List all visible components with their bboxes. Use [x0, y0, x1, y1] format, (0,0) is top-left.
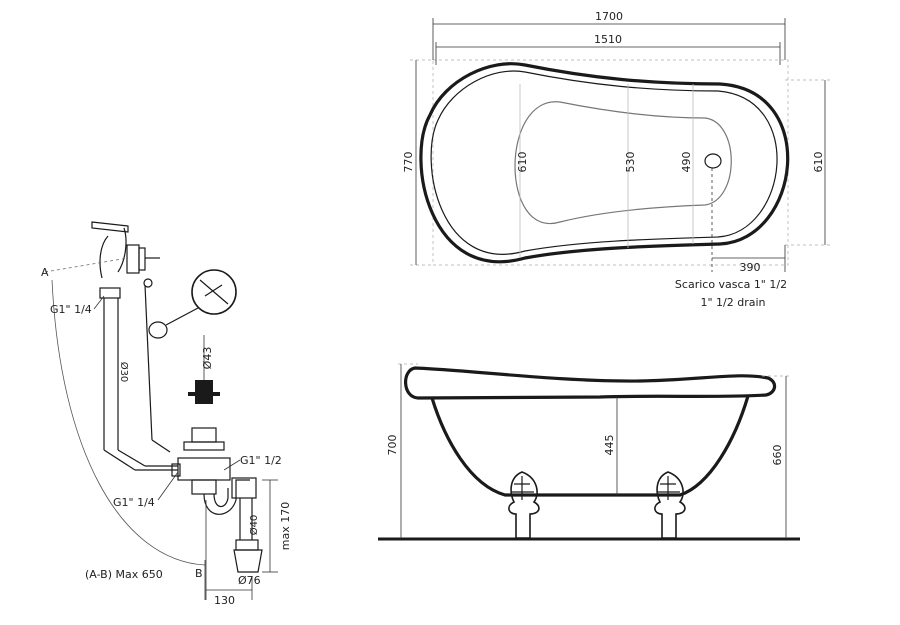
thread-waste-label: G1" 1/2: [240, 454, 282, 467]
overflow-bend: [99, 235, 109, 279]
dim-label-width: 770: [402, 152, 415, 173]
tub-inner-basin: [514, 101, 732, 225]
outlet-nut: [235, 539, 259, 551]
overflow-bend: [117, 227, 127, 273]
dim-label-inner-490: 490: [680, 152, 693, 173]
chain-ring-icon: [143, 278, 153, 288]
claw-foot-left-icon: [508, 471, 540, 539]
chain-detail: [199, 279, 229, 305]
point-b-label: B: [195, 567, 203, 580]
waste-nut: [183, 441, 225, 451]
dim-label-height: 700: [386, 435, 399, 456]
trap-pipe-dia-label: Ø40: [248, 515, 260, 536]
overflow-plate: [138, 247, 146, 271]
dim-label-inner-length: 1510: [594, 33, 622, 46]
overflow-head: [126, 244, 140, 274]
upper-nut: [99, 287, 121, 299]
overflow-pipe: [117, 449, 146, 467]
plug-flange: [191, 427, 217, 443]
leader-line: [223, 459, 241, 471]
dim-label-width-right: 610: [812, 152, 825, 173]
leader-line: [93, 295, 105, 310]
waste-body: [177, 457, 231, 481]
chain-line: [151, 439, 171, 453]
trap-height-label: max 170: [279, 502, 292, 550]
line-a-guide: [44, 257, 129, 273]
tub-rim-side: [404, 366, 777, 400]
side-inlet: [171, 463, 181, 477]
thread-upper-label: G1" 1/4: [50, 303, 92, 316]
outlet-cone: [233, 549, 263, 573]
outlet-dia-label: Ø76: [238, 574, 261, 587]
point-a-label: A: [41, 266, 49, 279]
dim-label-inner-610: 610: [516, 152, 529, 173]
plug-dia-label: Ø43: [201, 347, 214, 370]
pipe-dia-label: Ø30: [118, 362, 130, 383]
dim-label-inner-530: 530: [624, 152, 637, 173]
claw-foot-right-icon: [654, 471, 686, 539]
tub-body-side: [430, 395, 750, 497]
trap-bend: [213, 488, 229, 508]
thread-lower-label: G1" 1/4: [113, 496, 155, 509]
dim-label-length: 1700: [595, 10, 623, 23]
drain-kit: A B G1" 1/4 G1" 1/4 G1" 1/2 Ø30 Ø43 Ø40 …: [41, 221, 292, 607]
ab-arc: [51, 279, 206, 566]
trap-nut: [231, 477, 257, 499]
tub-outer-outline: [419, 62, 790, 264]
plug-washer: [188, 392, 220, 396]
side-view: 700 445 660: [378, 363, 800, 541]
offset-label: 130: [214, 594, 235, 607]
waste-outlet: [191, 479, 217, 495]
leader-line: [165, 307, 199, 326]
drain-hole-icon: [704, 153, 722, 169]
drain-label-it: Scarico vasca 1" 1/2: [675, 278, 787, 291]
dim-label-inner-depth: 445: [603, 435, 616, 456]
detail-magnifier-icon: [191, 269, 237, 315]
dim-label-drain-offset: 390: [740, 261, 761, 274]
ab-note-label: (A-B) Max 650: [85, 568, 163, 581]
tub-rim-outline: [430, 70, 778, 255]
leader-line: [157, 471, 179, 501]
dim-label-rim-height: 660: [771, 445, 784, 466]
top-view: 1700 1510 770 610 610 530 490 390 Scaric…: [402, 10, 830, 309]
overflow-cap: [91, 221, 129, 233]
trap-bend: [203, 479, 250, 515]
plug-chain-ring-icon: [148, 321, 168, 339]
drain-label-en: 1" 1/2 drain: [700, 296, 765, 309]
overflow-pipe: [103, 449, 136, 471]
top-view-bounding-guide: [432, 59, 789, 266]
chain-line: [144, 284, 153, 441]
